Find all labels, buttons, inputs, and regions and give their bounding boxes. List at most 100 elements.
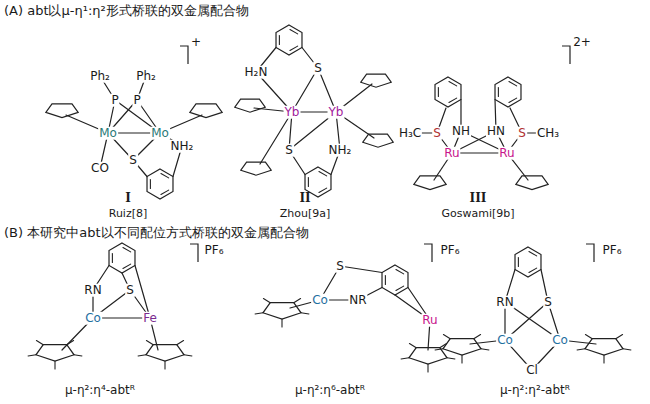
bond-line	[396, 286, 404, 290]
atom-label: S	[335, 260, 345, 273]
benzene-ring	[109, 243, 135, 273]
cp-star-ring	[585, 339, 623, 355]
bond-line	[449, 98, 457, 102]
metal-label: Yb	[284, 106, 301, 119]
metal-label: Co	[496, 334, 514, 347]
binding-mode-label: μ-η²:η⁶-abtᴿ	[295, 384, 365, 397]
counterion-label: PF₆	[205, 244, 224, 257]
bond-line	[443, 335, 450, 339]
metal-label: Mo	[98, 127, 118, 140]
metal-label: Ru	[443, 147, 460, 160]
compound-number: III	[470, 192, 487, 205]
bond-line	[435, 349, 443, 350]
metal-label: Co	[551, 334, 569, 347]
atom-label: S	[128, 154, 138, 167]
atom-label: NR	[348, 294, 367, 307]
cp-ring	[241, 162, 271, 175]
bond-line	[340, 266, 382, 273]
atom-label: Ph₂	[89, 70, 111, 83]
charge-bracket	[180, 46, 188, 64]
atom-label: NH₂	[170, 140, 195, 153]
charge-bracket	[562, 46, 570, 64]
reference-label: Zhou[9a]	[280, 208, 331, 220]
binding-mode-label: μ-η²:η⁴-abtᴿ	[65, 384, 135, 397]
bond-line	[577, 349, 585, 350]
atom-label: S	[517, 127, 527, 140]
counterion-label: PF₆	[441, 244, 460, 257]
bond-line	[54, 361, 55, 369]
bond-line	[509, 81, 517, 85]
atom-label: NH₂	[328, 144, 353, 157]
bond-line	[123, 264, 131, 268]
atom-label: S	[125, 284, 135, 297]
counterion-label: PF₆	[603, 244, 622, 257]
cp-star-ring	[443, 339, 481, 355]
cp-ring	[516, 176, 548, 190]
metal-label: Co	[311, 294, 329, 307]
charge-label: 2+	[573, 36, 591, 49]
bond-line	[74, 355, 82, 356]
benzene-ring	[382, 265, 408, 295]
cp-star-ring	[263, 303, 301, 319]
bond-line	[585, 335, 592, 339]
bond-line	[28, 355, 36, 356]
atom-label: RN	[83, 284, 102, 297]
metal-label: Fe	[142, 312, 158, 325]
bond-line	[319, 188, 327, 192]
benzene-ring	[515, 247, 541, 277]
metal-label: Ru	[421, 314, 438, 327]
bond-line	[177, 341, 184, 345]
benzene-ring	[495, 77, 521, 107]
section-heading: (A) abt以μ-η¹:η²形式桥联的双金属配合物	[4, 4, 249, 18]
bond-line	[290, 46, 298, 50]
cp-star-ring	[146, 345, 184, 361]
cp-ring	[190, 104, 222, 118]
bond-line	[255, 313, 263, 314]
compound-number: I	[125, 192, 131, 205]
bond-line	[518, 258, 519, 267]
bond-line	[36, 341, 43, 345]
cp-ring	[414, 176, 446, 190]
bond-line	[385, 276, 386, 285]
bond-line	[447, 358, 455, 359]
bond-line	[509, 98, 517, 102]
cp-ring	[235, 99, 265, 112]
benzene-ring	[276, 25, 302, 55]
bond-line	[401, 358, 409, 359]
bond-line	[161, 190, 169, 194]
bond-line	[427, 364, 428, 372]
atom-label: S	[543, 296, 553, 309]
bond-line	[438, 88, 439, 97]
atom-label: RN	[495, 296, 514, 309]
atom-label: Cl	[525, 364, 539, 377]
bond-line	[112, 254, 113, 263]
atom-label: Ph₂	[135, 70, 157, 83]
bond-line	[281, 319, 282, 327]
atom-label: H₃C	[398, 127, 422, 140]
bond-line	[308, 178, 309, 187]
reference-label: Ruiz[8]	[109, 208, 148, 220]
metal-label: Mo	[150, 127, 170, 140]
charge-bracket	[424, 244, 432, 262]
atom-label: S	[284, 144, 294, 157]
bond-line	[409, 344, 416, 348]
cp-ring	[363, 134, 393, 147]
cp-ring	[361, 74, 391, 87]
bond-line	[461, 355, 462, 363]
atom-label: HN	[486, 125, 506, 138]
bond-line	[279, 36, 280, 45]
benzene-ring	[147, 169, 173, 199]
compound-number: II	[299, 192, 310, 205]
atom-label: CH₃	[536, 127, 560, 140]
bond-line	[146, 341, 153, 345]
bond-line	[481, 349, 489, 350]
charge-bracket	[586, 244, 594, 262]
bond-line	[623, 349, 631, 350]
cp-star-ring	[36, 345, 74, 361]
bond-line	[529, 251, 537, 255]
bond-line	[184, 355, 192, 356]
atom-label: CO	[90, 162, 110, 175]
bond-line	[135, 266, 150, 319]
atom-label: S	[432, 127, 442, 140]
metal-label: Ru	[498, 147, 515, 160]
